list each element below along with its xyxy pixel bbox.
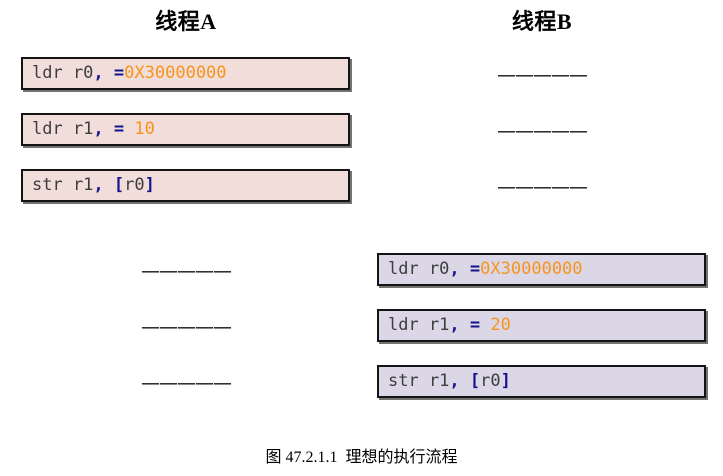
code-token-mnemonic (104, 63, 114, 83)
code-token-punct: , (449, 259, 460, 279)
dash-placeholder-thread-a-5: ————— (141, 372, 232, 394)
code-box-thread-a-1: ldr r1, = 10 (21, 113, 350, 146)
figure-caption: 图 47.2.1.1 理想的执行流程 (265, 449, 458, 466)
code-box-thread-a-2: str r1, [r0] (21, 169, 350, 202)
code-token-num: 0X30000000 (124, 63, 227, 83)
code-token-punct: , (449, 315, 460, 335)
code-token-mnemonic: ldr r1 (388, 315, 450, 335)
code-token-mnemonic (124, 119, 134, 139)
code-token-mnemonic: ldr r0 (388, 259, 450, 279)
code-token-punct: , (93, 175, 104, 195)
code-token-punct: , (449, 371, 460, 391)
code-box-thread-a-0: ldr r0, =0X30000000 (21, 57, 350, 90)
code-token-mnemonic: ldr r1 (32, 119, 94, 139)
code-token-mnemonic (460, 315, 470, 335)
code-token-punct: ] (144, 175, 155, 195)
code-token-eq: = (469, 315, 481, 335)
code-box-thread-b-4: ldr r1, = 20 (377, 309, 706, 342)
column-header-thread-b: 线程B (511, 9, 573, 34)
code-token-mnemonic (104, 119, 114, 139)
code-token-eq: = (113, 63, 125, 83)
code-token-num: 20 (490, 315, 511, 335)
dash-placeholder-thread-a-4: ————— (141, 316, 232, 338)
code-token-num: 0X30000000 (480, 259, 583, 279)
code-token-mnemonic: r0 (480, 371, 501, 391)
code-token-mnemonic (104, 175, 114, 195)
code-token-num: 10 (134, 119, 155, 139)
code-token-punct: ] (500, 371, 511, 391)
code-token-mnemonic: r0 (124, 175, 145, 195)
code-token-punct: [ (113, 175, 125, 195)
dash-placeholder-thread-b-1: ————— (497, 120, 588, 142)
code-token-mnemonic (460, 371, 470, 391)
code-token-mnemonic: str r1 (32, 175, 94, 195)
code-box-thread-b-3: ldr r0, =0X30000000 (377, 253, 706, 286)
code-token-mnemonic: str r1 (388, 371, 450, 391)
code-token-eq: = (113, 119, 125, 139)
code-token-punct: , (93, 63, 104, 83)
code-token-punct: [ (469, 371, 481, 391)
code-token-mnemonic: ldr r0 (32, 63, 94, 83)
code-token-mnemonic (460, 259, 470, 279)
dash-placeholder-thread-b-0: ————— (497, 64, 588, 86)
dash-placeholder-thread-a-3: ————— (141, 260, 232, 282)
dash-placeholder-thread-b-2: ————— (497, 176, 588, 198)
code-box-thread-b-5: str r1, [r0] (377, 365, 706, 398)
code-token-punct: , (93, 119, 104, 139)
code-token-eq: = (469, 259, 481, 279)
code-token-mnemonic (480, 315, 490, 335)
column-header-thread-a: 线程A (155, 9, 217, 34)
